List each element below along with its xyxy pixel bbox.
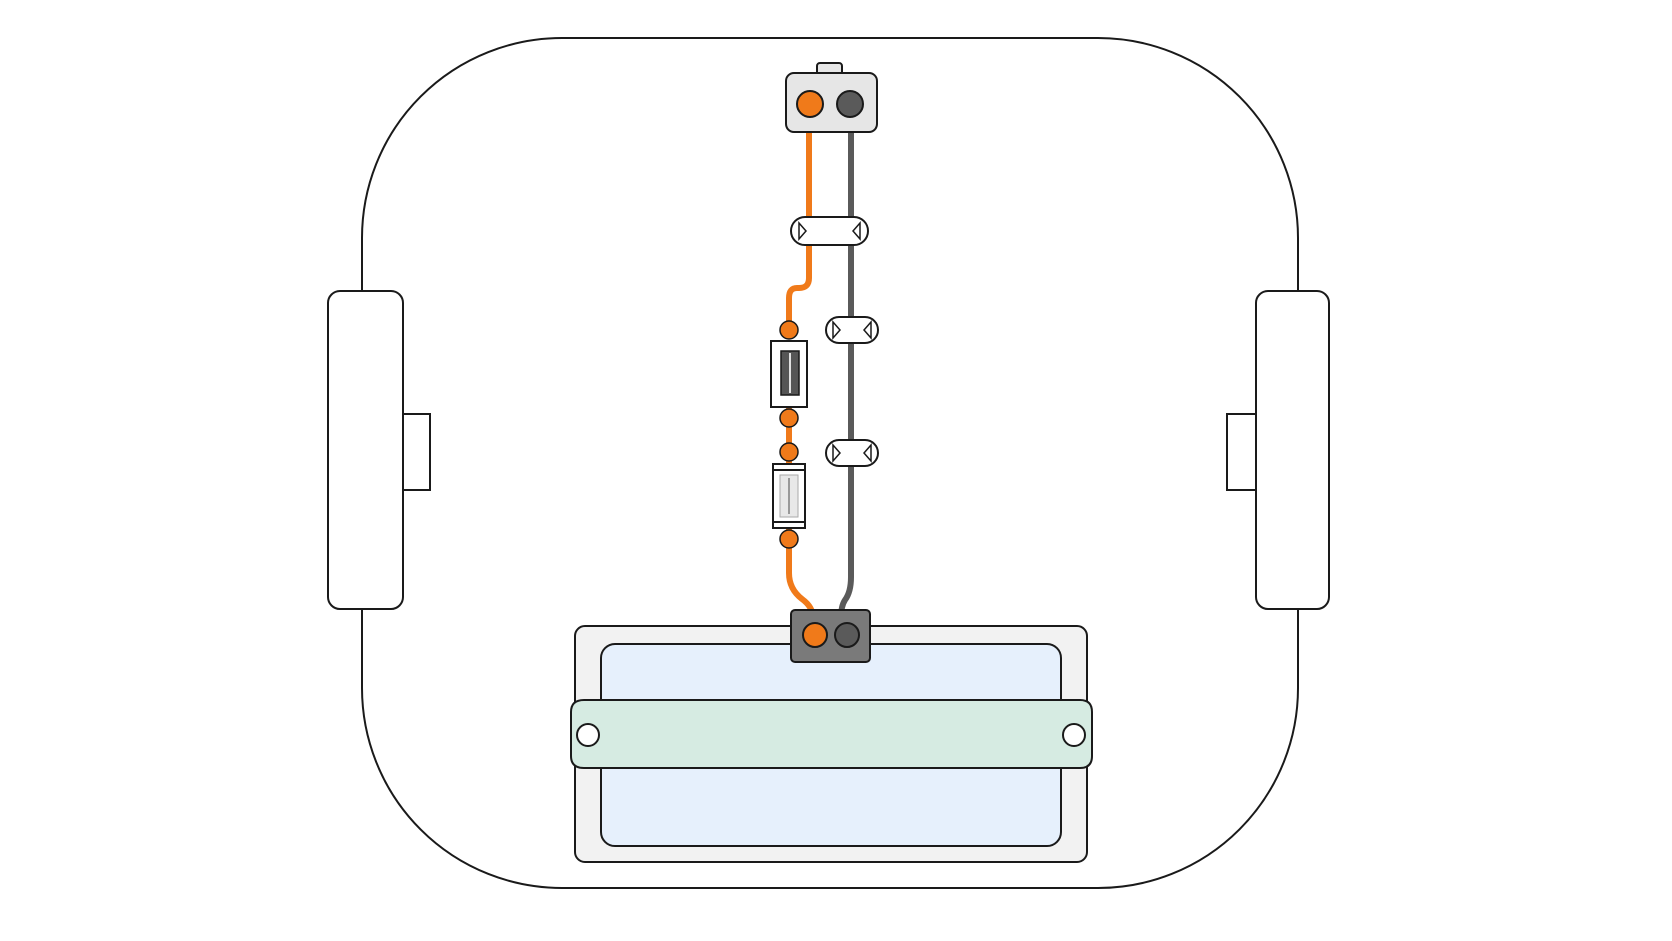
battery-strap [570,699,1093,769]
cable-clip-1 [790,216,869,246]
negative-wire [838,125,854,621]
top-positive-terminal [796,90,824,118]
battery-pack [570,625,1093,863]
right-mount-pad [1255,290,1330,610]
left-mount-tab [327,290,431,610]
right-mount-bracket [1226,413,1258,491]
bottom-positive-terminal [802,622,828,648]
strap-hole-left [576,723,600,747]
bottom-negative-terminal [834,622,860,648]
left-mount-pad [327,290,404,610]
top-negative-terminal [836,90,864,118]
top-connector [785,62,878,133]
fuse-solder-top [779,442,799,462]
cable-clip-3 [825,439,879,467]
inline-switch [770,320,808,428]
switch-solder-top [779,320,799,340]
right-mount-tab [1226,290,1330,610]
strap-hole-right [1062,723,1086,747]
switch-solder-bottom [779,408,799,428]
fuse-solder-bottom [779,529,799,549]
left-mount-bracket [399,413,431,491]
cable-clip-2 [825,316,879,344]
inline-fuse [772,442,806,549]
bottom-connector [790,609,871,663]
